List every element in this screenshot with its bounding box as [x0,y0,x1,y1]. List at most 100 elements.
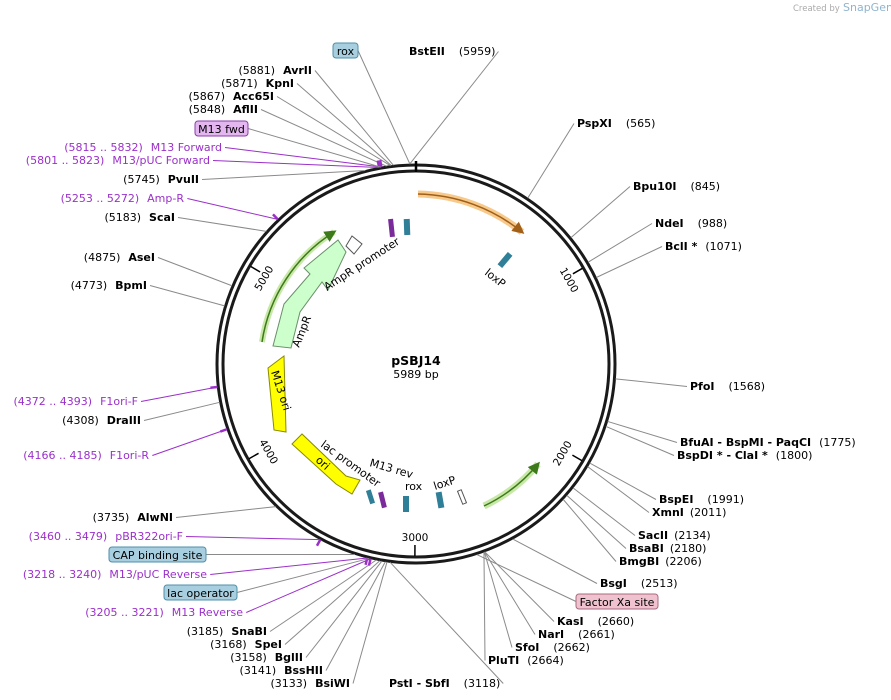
site-bfuai-label[interactable]: BfuAI - BspMI - PaqCI(1775) [680,436,856,449]
site-aflii-label[interactable]: (5848)AflII [189,103,258,116]
feature-lac-operator-leader [236,557,370,593]
site-bglii-label[interactable]: (3158)BglII [230,651,303,664]
site-bspei-leader [589,462,657,500]
feature-lac-operator[interactable]: lac operator [163,584,238,601]
feature-m13-fwd-leader [247,128,381,168]
site-bspdi-label[interactable]: BspDI * - ClaI *(1800) [677,449,812,462]
site-bcli-leader [596,246,663,278]
site-draiii-leader [143,401,220,421]
leader-lines [140,50,688,684]
site-sacii-label[interactable]: SacII(2134) [638,529,711,542]
lac-operator-marker [365,489,376,505]
site-bsshii-label[interactable]: (3141)BssHII [240,664,323,677]
green-orf-halo [482,461,541,510]
site-spei-label[interactable]: (3168)SpeI [210,638,282,651]
site-bsabi-label[interactable]: BsaBI(2180) [629,542,706,555]
svg-text:M13 fwd: M13 fwd [198,123,245,136]
primer-f1ori-r-leader [152,428,228,456]
feature-rox-top[interactable]: rox [332,42,359,59]
loxp-bottom-label: loxP [432,473,458,492]
orange-orf-halo [417,190,525,235]
rox-bottom-marker [403,496,409,512]
primer-f1ori-f-label[interactable]: (4372 .. 4393)F1ori-F [14,395,139,408]
site-pspxi-leader [527,123,575,199]
site-bpu10i-label[interactable]: Bpu10I(845) [633,180,720,193]
primer-labels: (5815 .. 5832)M13 Forward (5801 .. 5823)… [14,141,244,619]
site-aflii-leader [260,109,387,167]
primer-pbr322ori-f-label[interactable]: (3460 .. 3479)pBR322ori-F [29,530,183,543]
site-bcli-label[interactable]: BclI *(1071) [665,240,742,253]
site-snabi-label[interactable]: (3185)SnaBI [187,625,267,638]
site-snabi-leader [269,559,377,632]
loxp-top-label: loxP [482,266,508,290]
site-scai-leader [177,217,267,232]
site-kpni-label[interactable]: (5871)KpnI [221,77,294,90]
factor-xa-marker [456,489,468,505]
site-ndei-leader [587,223,653,263]
site-xmni-leader [587,466,650,513]
site-asei-label[interactable]: (4875)AseI [84,251,155,264]
snapgene-watermark: Created by SnapGene [793,1,891,14]
primer-m13-forward-label[interactable]: (5815 .. 5832)M13 Forward [64,141,222,154]
primer-f1ori-f-marker [210,385,218,390]
primer-f1ori-r-label[interactable]: (4166 .. 4185)F1ori-R [23,449,149,462]
feature-m13-fwd[interactable]: M13 fwd [194,120,249,137]
primer-pbr322ori-f-leader [185,536,321,541]
primer-m13-reverse-label[interactable]: (3205 .. 3221)M13 Reverse [85,606,243,619]
site-pfoi-leader [615,378,688,387]
site-pfoi-label[interactable]: PfoI(1568) [690,380,765,393]
svg-text:CAP binding site: CAP binding site [113,549,203,562]
primer-m13-puc-reverse-leader [210,557,368,575]
m13-rev-marker [378,491,387,509]
site-bfuai-leader [607,420,678,443]
loxp-bottom-marker [435,491,445,509]
site-alwni-label[interactable]: (3735)AlwNI [93,511,173,524]
site-bsteii-leader [409,51,499,165]
primer-amp-r-marker [272,213,279,221]
svg-text:Factor Xa site: Factor Xa site [580,596,655,609]
site-nari-label[interactable]: NarI(2661) [538,628,615,641]
site-pvuii-label[interactable]: (5745)PvuII [123,173,199,186]
site-bglii-leader [305,560,383,658]
site-bsiwi-label[interactable]: (3133)BsiWI [270,677,350,690]
site-bpmi-label[interactable]: (4773)BpmI [71,279,147,292]
site-pspxi-label[interactable]: PspXI(565) [577,117,655,130]
primer-m13-puc-forward-label[interactable]: (5801 .. 5823)M13/pUC Forward [26,154,210,167]
site-psti-label[interactable]: PstI - SbfI(3118) [389,677,500,690]
site-avrii-label[interactable]: (5881)AvrII [239,64,312,77]
site-pluti-label[interactable]: PluTI(2664) [488,654,564,667]
feature-factor-xa-site[interactable]: Factor Xa site [575,593,659,610]
green-orf-left-arrow [261,230,337,343]
site-bsgi-label[interactable]: BsgI(2513) [600,577,677,590]
feature-cap-binding-site[interactable]: CAP binding site [108,546,207,563]
primer-amp-r-label[interactable]: (5253 .. 5272)Amp-R [61,192,185,205]
site-bpmi-leader [149,285,225,307]
m13-ori-arrow [267,355,287,433]
site-acc65i-label[interactable]: (5867)Acc65I [188,90,274,103]
m13-fwd-marker [388,218,395,238]
site-sfoi-label[interactable]: SfoI(2662) [515,641,590,654]
tick-label-2000: 2000 [551,439,575,468]
features [259,190,541,512]
site-bmgbi-label[interactable]: BmgBI(2206) [619,555,702,568]
site-avrii-leader [314,70,394,166]
site-kasi-label[interactable]: KasI(2660) [557,615,634,628]
rox-bottom-label: rox [405,480,423,493]
site-bsteii-label[interactable]: BstEII(5959) [409,45,495,58]
tick-label-3000: 3000 [402,532,429,544]
site-asei-leader [157,257,233,287]
primer-m13-forward-leader [224,147,382,168]
site-scai-label[interactable]: (5183)ScaI [104,211,175,224]
tick-label-5000: 5000 [252,264,276,293]
primer-m13-puc-reverse-label[interactable]: (3218 .. 3240)M13/pUC Reverse [23,568,207,581]
primer-m13-reverse-marker [367,558,372,566]
site-pluti-leader [483,552,486,661]
site-bsiwi-leader [352,561,388,684]
tick-label-1000: 1000 [557,266,581,295]
site-xmni-label[interactable]: XmnI(2011) [652,506,726,519]
tick-2000 [572,454,583,462]
site-ndei-label[interactable]: NdeI(988) [655,217,727,230]
ori-arrow [291,433,361,495]
site-bspei-label[interactable]: BspEI(1991) [659,493,744,506]
site-draiii-label[interactable]: (4308)DraIII [62,414,141,427]
